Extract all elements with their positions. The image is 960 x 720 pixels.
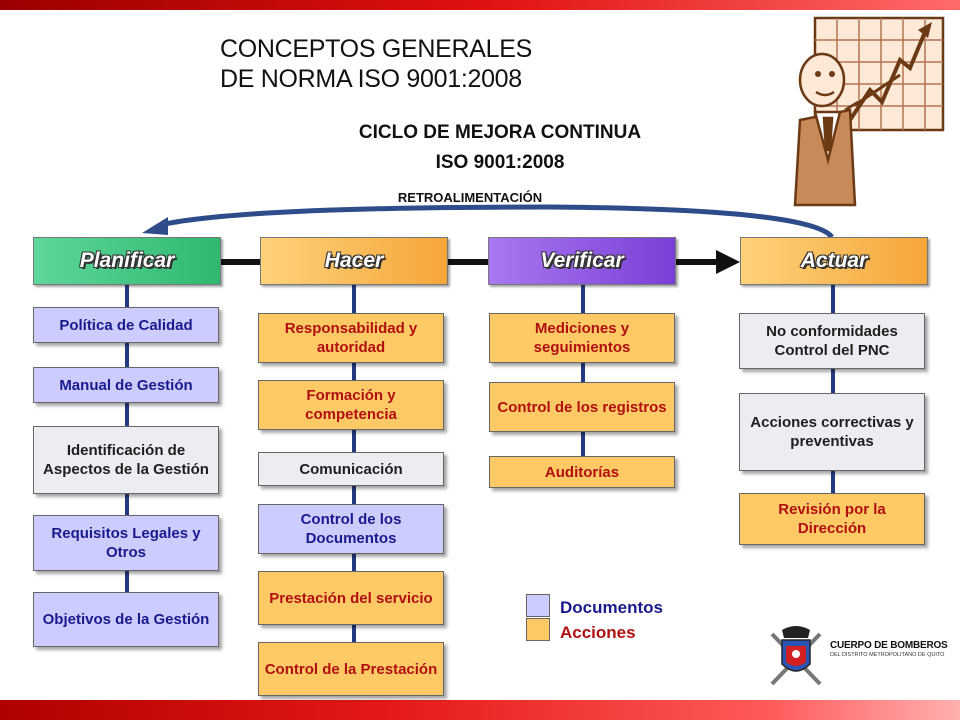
actuar-item: No conformidades Control del PNC (739, 313, 925, 369)
actuar-item: Revisión por la Dirección (739, 493, 925, 545)
phase-verificar: Verificar (488, 237, 676, 285)
verificar-item: Auditorías (489, 456, 675, 488)
hacer-item: Formación y competencia (258, 380, 444, 430)
fire-department-crest-logo (770, 626, 822, 686)
fire-department-name: CUERPO DE BOMBEROS DEL DISTRITO METROPOL… (830, 640, 956, 658)
subtitle-line-2: ISO 9001:2008 (435, 152, 565, 173)
legend-swatch-acciones (526, 618, 550, 641)
phase-label: Verificar (540, 249, 624, 272)
subtitle-line-1: CICLO DE MEJORA CONTINUA (358, 122, 642, 143)
phase-planificar: Planificar (33, 237, 221, 285)
feedback-label: RETROALIMENTACIÓN (397, 190, 543, 205)
actuar-item: Acciones correctivas y preventivas (739, 393, 925, 471)
logo-line-1: CUERPO DE BOMBEROS (830, 640, 948, 651)
connector-planificar-hacer (218, 259, 262, 265)
hacer-item: Responsabilidad y autoridad (258, 313, 444, 363)
hacer-item: Comunicación (258, 452, 444, 486)
planificar-item: Objetivos de la Gestión (33, 592, 219, 647)
hacer-item: Control de los Documentos (258, 504, 444, 554)
title-line-1: CONCEPTOS GENERALES (220, 35, 532, 63)
phase-label: Actuar (800, 249, 868, 272)
phase-label: Planificar (79, 249, 175, 272)
legend-label-documentos: Documentos (560, 598, 663, 617)
phase-actuar: Actuar (740, 237, 928, 285)
connector-hacer-verificar (446, 259, 490, 265)
phase-hacer: Hacer (260, 237, 448, 285)
phase-label: Hacer (324, 249, 384, 272)
legend-label-acciones: Acciones (560, 623, 636, 642)
verificar-item: Control de los registros (489, 382, 675, 432)
title-line-2: DE NORMA ISO 9001:2008 (220, 65, 522, 93)
hacer-item: Prestación del servicio (258, 571, 444, 625)
bottom-red-bar (0, 700, 960, 720)
presenter-chart-illustration (793, 16, 945, 207)
planificar-item: Política de Calidad (33, 307, 219, 343)
legend-swatch-documentos (526, 594, 550, 617)
logo-line-2: DEL DISTRITO METROPOLITANO DE QUITO (830, 652, 945, 658)
verificar-item: Mediciones y seguimientos (489, 313, 675, 363)
feedback-arrow (142, 204, 834, 239)
top-red-bar (0, 0, 960, 10)
diagram-subtitle: CICLO DE MEJORA CONTINUA ISO 9001:2008 (300, 118, 700, 178)
slide-title: CONCEPTOS GENERALES DE NORMA ISO 9001:20… (220, 34, 700, 94)
planificar-item: Requisitos Legales y Otros (33, 515, 219, 571)
planificar-item: Manual de Gestión (33, 367, 219, 403)
planificar-item: Identificación de Aspectos de la Gestión (33, 426, 219, 494)
connector-verificar-actuar-arrow (676, 250, 740, 274)
hacer-item: Control de la Prestación (258, 642, 444, 696)
